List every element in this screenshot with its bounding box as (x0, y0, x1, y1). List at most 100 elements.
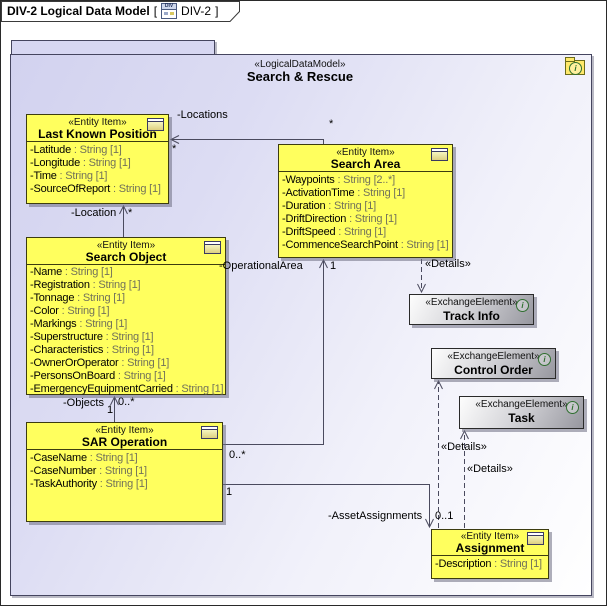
dependency-details-control-order-arrow (434, 379, 443, 390)
attribute: -CaseNumber : String [1] (30, 465, 147, 477)
attribute: -OwnerOrOperator : String [1] (30, 357, 170, 369)
stereotype: «Entity Item» (68, 117, 127, 128)
diagram-tab-ref: DIV-2 (181, 4, 212, 18)
entity-name: Search Area (330, 157, 401, 171)
stereotype: «Entity Item» (336, 147, 395, 158)
entity-search-object[interactable]: «Entity Item» Search Object -Name : Stri… (26, 237, 226, 395)
package-icon: i (565, 57, 585, 75)
exchange-name: Track Info (443, 309, 500, 323)
assoc-objects[interactable] (110, 395, 119, 422)
attribute: -Waypoints : String [2..*] (282, 174, 395, 186)
attribute: -CaseName : String [1] (30, 452, 138, 464)
mult-locations-source[interactable]: * (329, 118, 334, 130)
stereotype: «Entity Item» (96, 240, 156, 251)
stereotype: «ExchangeElement» (425, 297, 518, 308)
info-icon: i (516, 299, 529, 312)
attribute: -DriftSpeed : String [1] (282, 226, 387, 238)
mult-locations-target[interactable]: * (172, 143, 177, 155)
stereotype: «Entity Item» (460, 531, 520, 542)
exchange-control-order[interactable]: «ExchangeElement» Control Order i (431, 348, 556, 379)
mult-operational-area[interactable]: 1 (330, 260, 337, 272)
entity-assignment[interactable]: «Entity Item» Assignment -Description : … (431, 529, 549, 579)
attribute: -Superstructure : String [1] (30, 331, 154, 343)
attribute: -Latitude : String [1] (30, 144, 122, 156)
assoc-label-objects[interactable]: -Objects (63, 397, 104, 409)
assoc-locations[interactable] (169, 135, 324, 145)
assoc-label-operational-area[interactable]: -OperationalArea (219, 260, 303, 272)
entity-search-area[interactable]: «Entity Item» Search Area -Waypoints : S… (278, 144, 453, 258)
mult-objects-source[interactable]: 1 (107, 404, 114, 416)
assoc-label-locations[interactable]: -Locations (177, 109, 228, 121)
class-icon (431, 148, 448, 161)
stereotype: «ExchangeElement» (447, 351, 540, 362)
attribute: -Tonnage : String [1] (30, 292, 125, 304)
assoc-operational-area[interactable] (223, 258, 328, 445)
entity-name: Assignment (455, 541, 525, 555)
div2-diagram-icon: DIV (161, 3, 178, 19)
mult-asset-assignments-source[interactable]: 1 (226, 486, 233, 498)
entity-header: «Entity Item» SAR Operation (27, 423, 222, 450)
mult-objects-target[interactable]: 0..* (118, 396, 135, 408)
attribute-list: -Waypoints : String [2..*] -ActivationTi… (279, 172, 452, 252)
attribute: -PersonsOnBoard : String [1] (30, 370, 166, 382)
attribute: -Characteristics : String [1] (30, 344, 154, 356)
outer-frame-tab-shape (1, 1, 240, 22)
assoc-asset-assignments[interactable] (223, 484, 434, 529)
attribute: -Description : String [1] (435, 558, 542, 570)
attribute: -DriftDirection : String [1] (282, 213, 397, 225)
diagram-tab: DIV-2 Logical Data Model [ DIV DIV-2 ] (7, 3, 218, 19)
attribute: -Markings : String [1] (30, 318, 128, 330)
entity-last-known-position[interactable]: «Entity Item» Last Known Position -Latit… (26, 114, 169, 204)
attribute-list: -Latitude : String [1] -Longitude : Stri… (27, 142, 168, 196)
attribute-list: -Description : String [1] (432, 556, 548, 571)
dependency-details-track-info-arrow (417, 283, 426, 294)
entity-header: «Entity Item» Last Known Position (27, 115, 168, 142)
assoc-label-location[interactable]: -Location (71, 207, 117, 219)
bracket-open: [ (153, 4, 158, 18)
entity-name: SAR Operation (81, 435, 168, 449)
attribute: -Longitude : String [1] (30, 157, 131, 169)
info-icon: i (569, 62, 582, 75)
exchange-track-info[interactable]: «ExchangeElement» Track Info i (409, 294, 534, 325)
attribute: -EmergencyEquipmentCarried : String [1] (30, 383, 224, 395)
bracket-close: ] (215, 4, 219, 18)
attribute-list: -Name : String [1] -Registration : Strin… (27, 265, 225, 396)
dependency-label-details-control-order[interactable]: «Details» (441, 441, 487, 453)
mult-operational-area-source[interactable]: 0..* (229, 449, 246, 461)
class-icon (147, 118, 164, 131)
attribute: -Color : String [1] (30, 305, 110, 317)
entity-name: Search Object (85, 250, 167, 264)
entity-header: «Entity Item» Search Object (27, 238, 225, 265)
mult-asset-assignments-target[interactable]: 0..1 (435, 510, 454, 522)
attribute: -Name : String [1] (30, 266, 113, 278)
attribute-list: -CaseName : String [1] -CaseNumber : Str… (27, 450, 222, 491)
assoc-location[interactable] (119, 204, 128, 237)
entity-name: Last Known Position (38, 127, 157, 141)
exchange-name: Task (508, 411, 535, 425)
attribute: -SourceOfReport : String [1] (30, 183, 161, 195)
attribute: -ActivationTime : String [1] (282, 187, 405, 199)
info-icon: i (566, 401, 579, 414)
frame-title: Search & Rescue (246, 69, 354, 84)
mult-location[interactable]: * (128, 207, 133, 219)
exchange-name: Control Order (454, 363, 533, 377)
entity-sar-operation[interactable]: «Entity Item» SAR Operation -CaseName : … (26, 422, 223, 522)
dependency-details-task-arrow (460, 429, 469, 440)
entity-header: «Entity Item» Search Area (279, 145, 452, 172)
stereotype: «ExchangeElement» (475, 399, 568, 410)
class-icon (204, 241, 221, 254)
class-icon (527, 532, 544, 545)
attribute: -TaskAuthority : String [1] (30, 478, 148, 490)
exchange-task[interactable]: «ExchangeElement» Task i (459, 396, 584, 429)
attribute: -Time : String [1] (30, 170, 108, 182)
frame-stereotype: «LogicalDataModel» (254, 59, 346, 70)
dependency-label-details-task[interactable]: «Details» (467, 463, 513, 475)
diagram-tab-title: DIV-2 Logical Data Model (7, 4, 150, 18)
assoc-label-asset-assignments[interactable]: -AssetAssignments (328, 510, 423, 522)
info-icon: i (538, 353, 551, 366)
dependency-label-details-track-info[interactable]: «Details» (425, 258, 471, 270)
stereotype: «Entity Item» (95, 425, 154, 436)
attribute: -Registration : String [1] (30, 279, 141, 291)
